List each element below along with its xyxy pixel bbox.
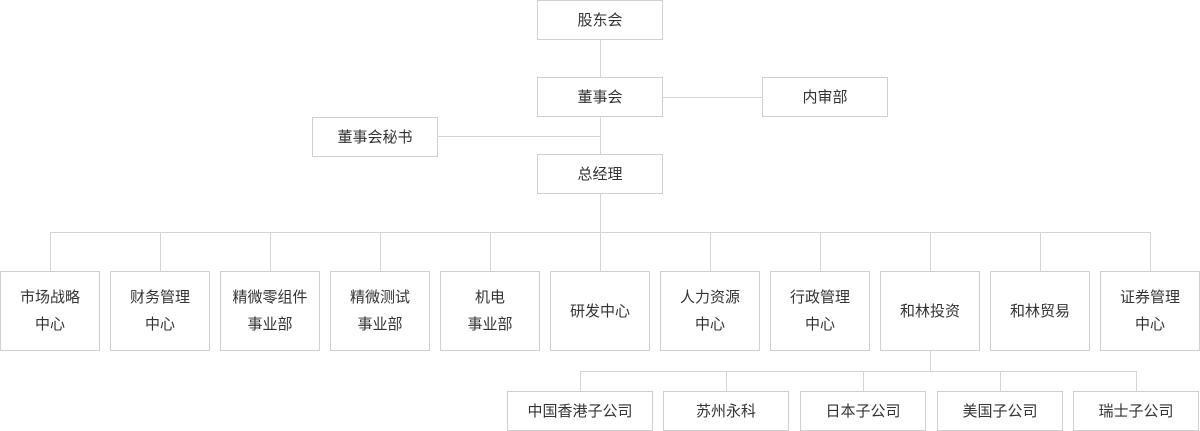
connector [490,232,491,271]
department-box: 研发中心 [550,271,650,351]
connector [1040,232,1041,271]
board-secretary-box: 董事会秘书 [312,117,438,157]
department-box: 人力资源 中心 [660,271,760,351]
department-box: 行政管理 中心 [770,271,870,351]
subsidiary-box: 中国香港子公司 [507,391,653,431]
department-box: 和林投资 [880,271,980,351]
connector [726,371,727,391]
connector [380,232,381,271]
department-box: 财务管理 中心 [110,271,210,351]
subsidiary-box: 日本子公司 [800,391,926,431]
department-box: 机电 事业部 [440,271,540,351]
shareholders-box: 股东会 [537,0,663,40]
connector [160,232,161,271]
connector [1150,232,1151,271]
connector [662,97,763,98]
connector [600,193,601,232]
connector [600,232,601,271]
connector [930,351,931,371]
department-box: 精微零组件 事业部 [220,271,320,351]
department-box: 精微测试 事业部 [330,271,430,351]
connector [580,371,581,391]
internal-audit-box: 内审部 [762,77,888,117]
subsidiary-box: 美国子公司 [937,391,1063,431]
connector [600,117,601,154]
department-box: 和林贸易 [990,271,1090,351]
subsidiary-box: 苏州永科 [663,391,789,431]
connector [1000,371,1001,391]
connector [50,232,51,271]
subsidiary-box: 瑞士子公司 [1073,391,1199,431]
department-box: 市场战略 中心 [0,271,100,351]
connector [820,232,821,271]
connector [580,371,1137,372]
connector [438,136,600,137]
department-box: 证券管理 中心 [1100,271,1200,351]
connector [1136,371,1137,391]
connector [863,371,864,391]
connector [710,232,711,271]
board-box: 董事会 [537,77,663,117]
connector [930,232,931,271]
connector [600,40,601,77]
connector [270,232,271,271]
general-manager-box: 总经理 [537,154,663,194]
